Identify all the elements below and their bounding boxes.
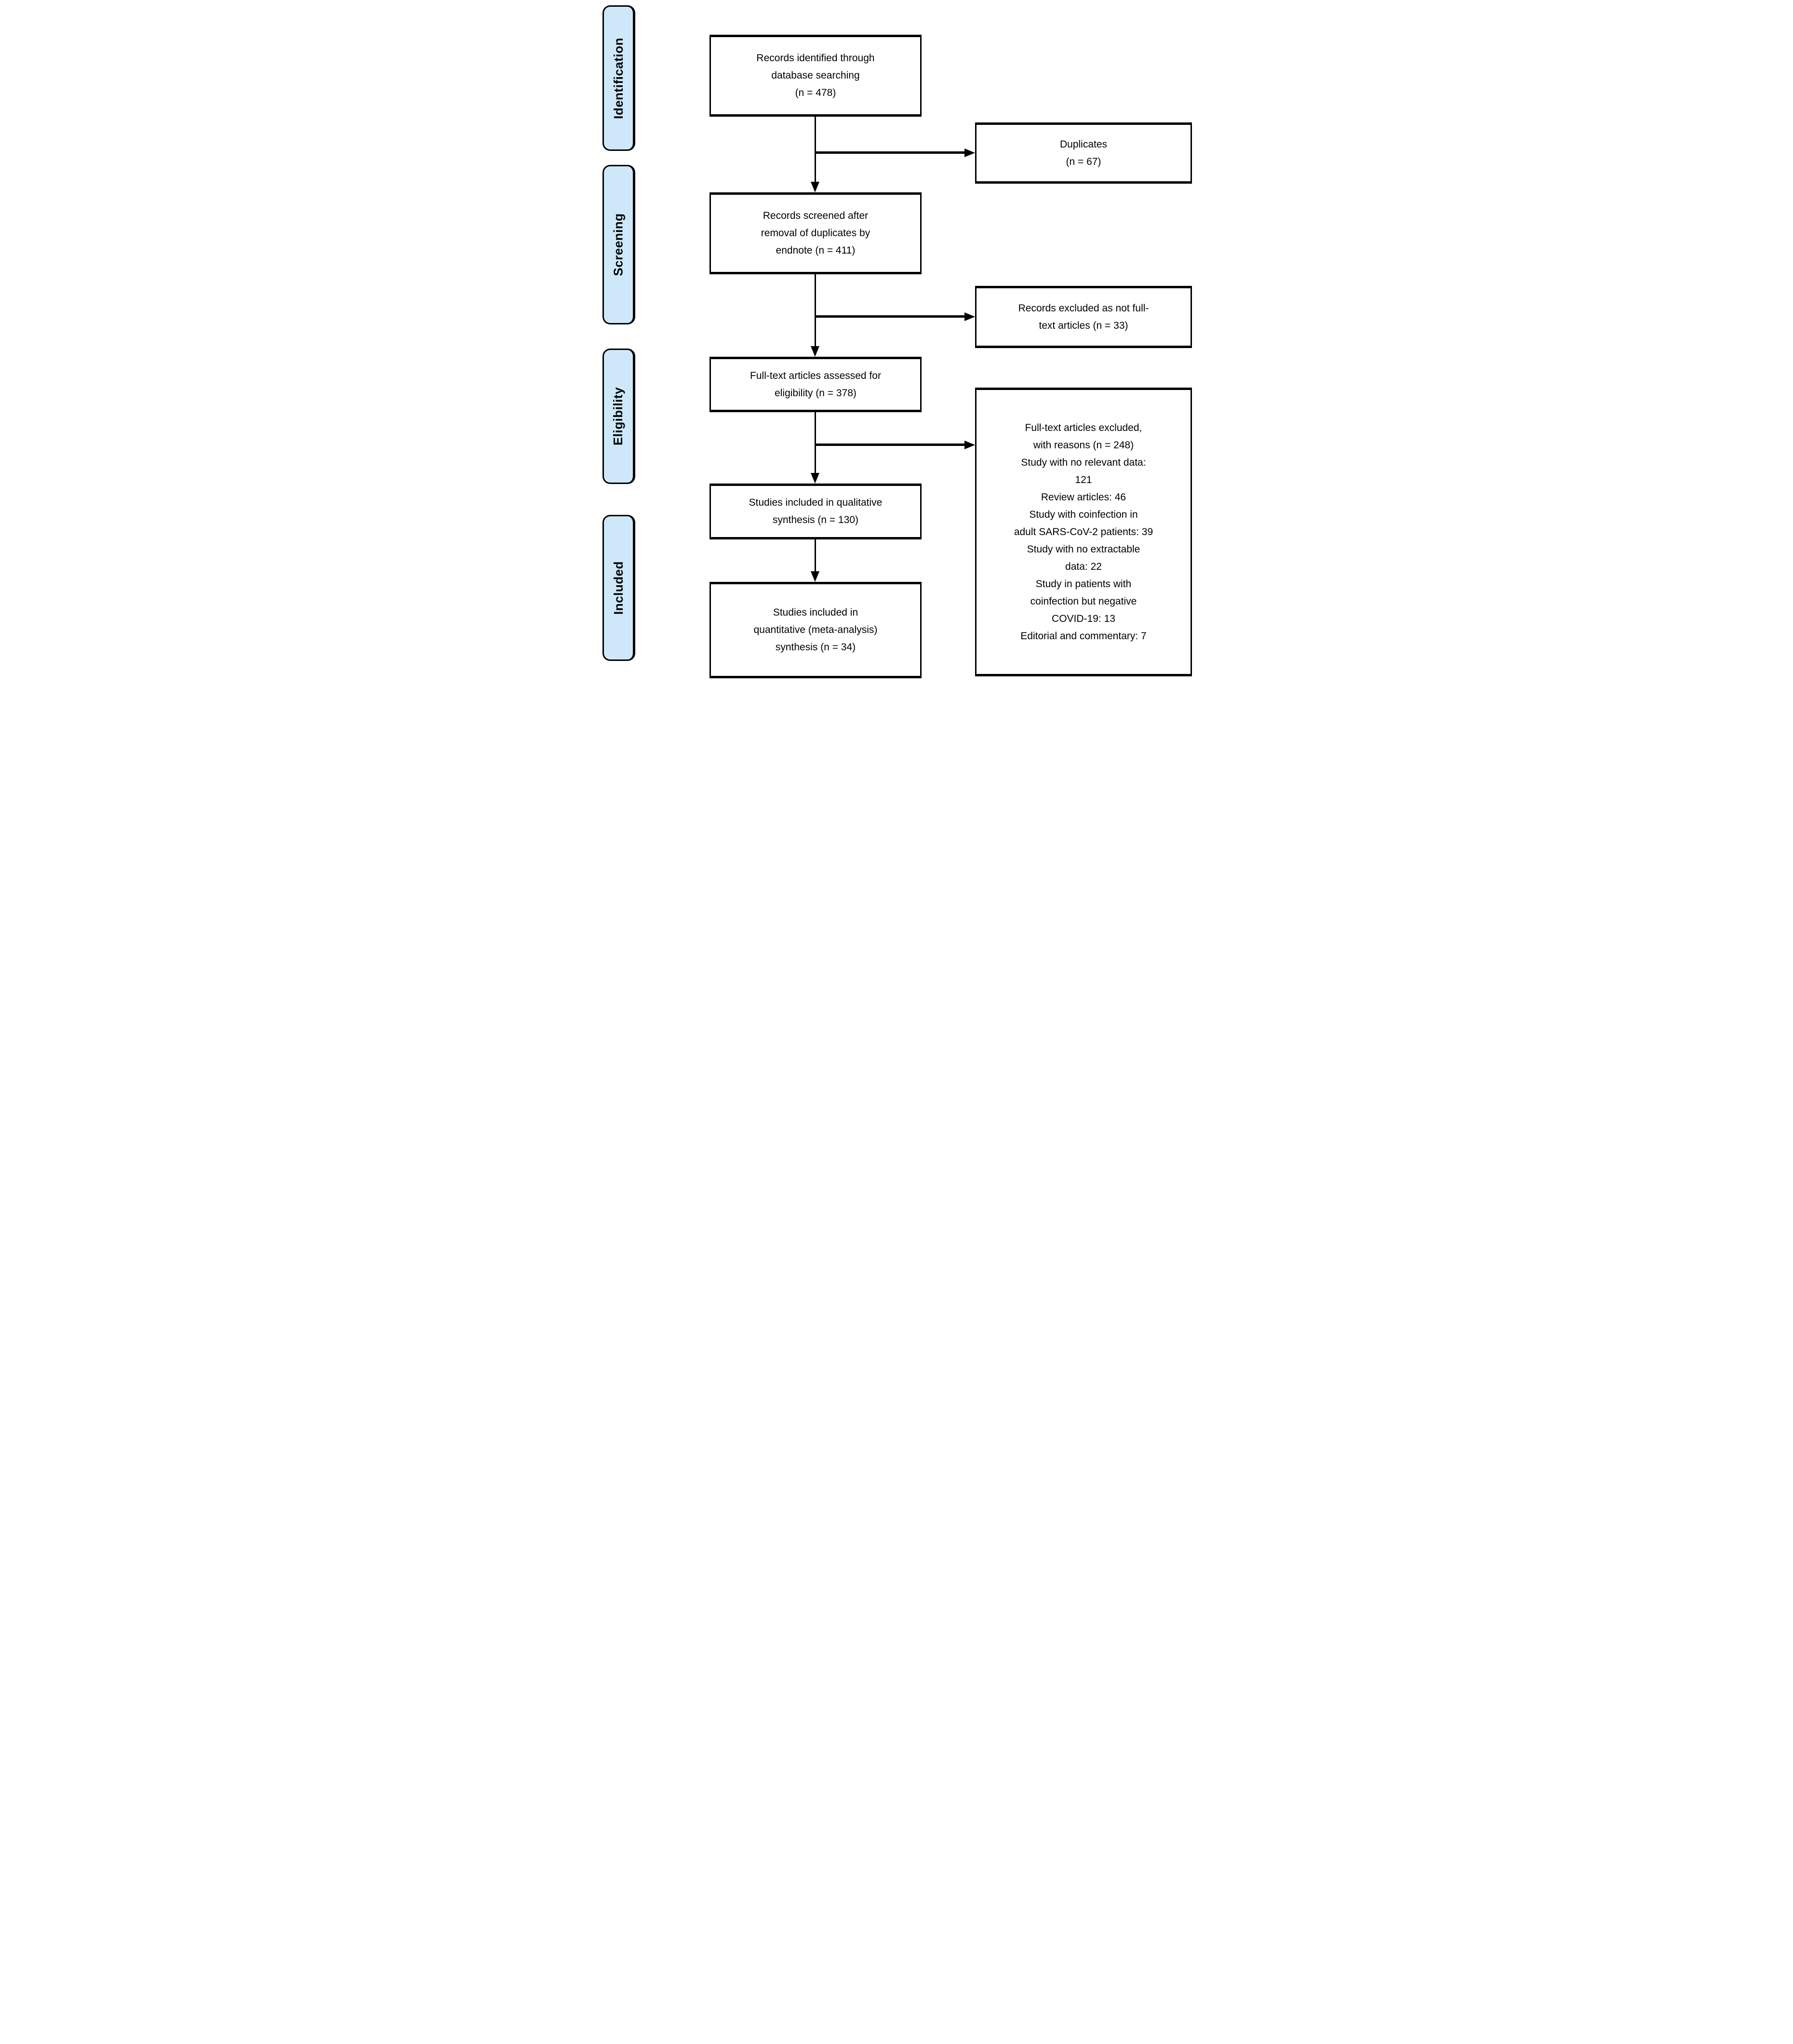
box-fulltext-excluded-reasons-text: Full-text articles excluded, with reason… <box>1014 422 1153 642</box>
box-records-identified-text: Records identified through database sear… <box>756 53 875 98</box>
arrow-right-icon <box>964 312 975 321</box>
stage-label-screening-text: Screening <box>611 213 626 276</box>
flow-line-assessed-to-qualitative <box>815 412 816 474</box>
prisma-flow-diagram: Identification Screening Eligibility Inc… <box>598 0 1195 681</box>
stage-label-eligibility: Eligibility <box>602 349 635 484</box>
arrow-right-icon <box>964 441 975 449</box>
box-records-excluded-text: Records excluded as not full- text artic… <box>1018 302 1149 331</box>
flow-line-to-records-excluded <box>816 315 965 318</box>
box-qualitative-synthesis: Studies included in qualitative synthesi… <box>709 484 922 539</box>
box-duplicates-text: Duplicates (n = 67) <box>1059 138 1108 167</box>
arrow-down-icon <box>811 473 819 484</box>
stage-label-included: Included <box>602 515 635 661</box>
arrow-down-icon <box>811 571 819 582</box>
arrow-down-icon <box>811 346 819 357</box>
box-records-screened: Records screened after removal of duplic… <box>709 192 922 274</box>
box-fulltext-assessed-text: Full-text articles assessed for eligibil… <box>750 370 881 399</box>
stage-label-identification-text: Identification <box>611 37 626 119</box>
box-records-screened-text: Records screened after removal of duplic… <box>761 210 870 256</box>
stage-label-included-text: Included <box>611 561 626 615</box>
box-records-excluded: Records excluded as not full- text artic… <box>975 286 1192 348</box>
flow-line-screened-to-assessed <box>815 274 816 347</box>
flow-line-identified-to-screened <box>815 117 816 183</box>
flow-line-qualitative-to-quantitative <box>815 539 816 572</box>
box-fulltext-excluded-reasons: Full-text articles excluded, with reason… <box>975 388 1192 676</box>
stage-label-identification: Identification <box>602 5 635 151</box>
box-duplicates: Duplicates (n = 67) <box>975 122 1192 184</box>
stage-label-eligibility-text: Eligibility <box>611 387 626 446</box>
arrow-right-icon <box>964 148 975 157</box>
box-records-identified: Records identified through database sear… <box>709 35 922 117</box>
box-qualitative-synthesis-text: Studies included in qualitative synthesi… <box>749 497 883 525</box>
box-quantitative-synthesis: Studies included in quantitative (meta-a… <box>709 582 922 678</box>
stage-label-screening: Screening <box>602 165 635 324</box>
flow-line-to-excluded-reasons <box>816 444 965 446</box>
box-fulltext-assessed: Full-text articles assessed for eligibil… <box>709 357 922 412</box>
flow-line-to-duplicates <box>816 151 965 154</box>
box-quantitative-synthesis-text: Studies included in quantitative (meta-a… <box>753 607 878 653</box>
arrow-down-icon <box>811 182 819 192</box>
